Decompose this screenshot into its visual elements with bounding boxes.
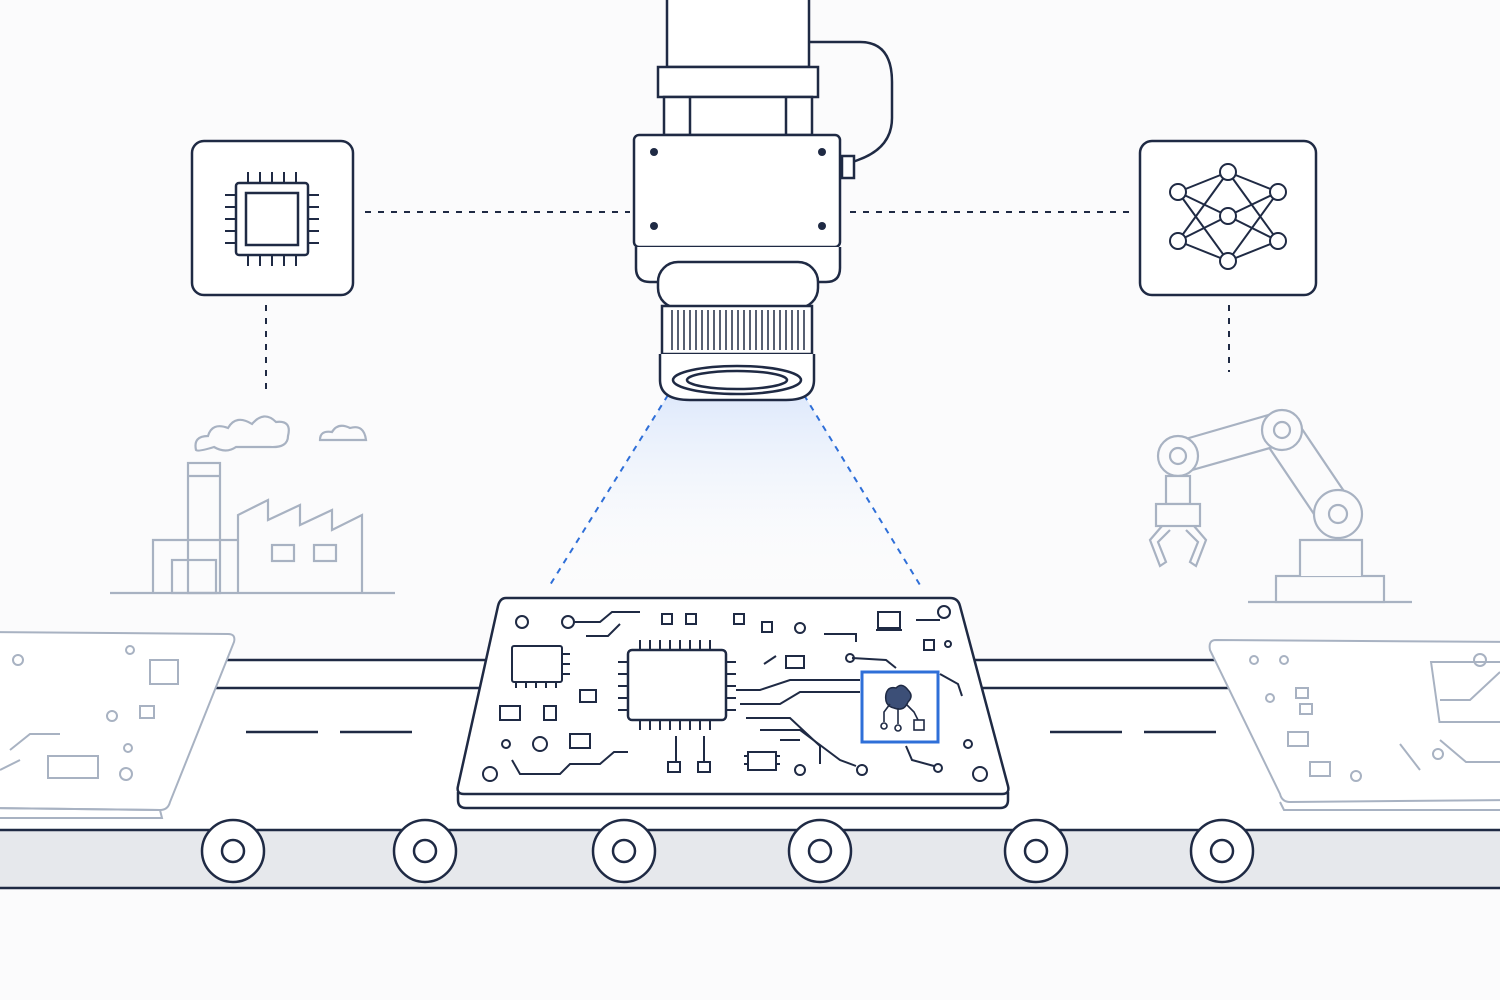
roller-hub-5 — [1023, 838, 1049, 864]
pcb-main — [456, 596, 1010, 810]
cpu-chip-card — [190, 139, 355, 297]
pcb-right-faded — [1208, 638, 1500, 811]
pcb-traces — [511, 611, 963, 775]
roller-2 — [392, 818, 458, 884]
roller-hub-2 — [412, 838, 438, 864]
roller-6 — [1189, 818, 1255, 884]
cpu-chip-icon — [225, 172, 319, 266]
roller-hub-6 — [1209, 838, 1235, 864]
lens-knurling — [671, 310, 805, 350]
connector-lines — [265, 211, 1230, 395]
defect-detection-box — [860, 670, 940, 744]
roller-hub-3 — [611, 838, 637, 864]
pcb-left-faded — [0, 631, 236, 819]
roller-4 — [787, 818, 853, 884]
roller-1 — [200, 818, 266, 884]
pcb-main-processor — [618, 640, 736, 730]
roller-hub-4 — [807, 838, 833, 864]
roller-hub-1 — [220, 838, 246, 864]
neural-network-card — [1138, 139, 1318, 297]
neural-network-icon — [1169, 163, 1287, 270]
conveyor-rollers — [200, 818, 1255, 884]
roller-3 — [591, 818, 657, 884]
defect-spot — [884, 684, 912, 710]
camera-beam — [549, 394, 921, 586]
factory-icon — [110, 415, 395, 595]
robot-arm-icon — [1148, 408, 1412, 604]
inspection-camera-icon — [632, 0, 894, 402]
roller-5 — [1003, 818, 1069, 884]
